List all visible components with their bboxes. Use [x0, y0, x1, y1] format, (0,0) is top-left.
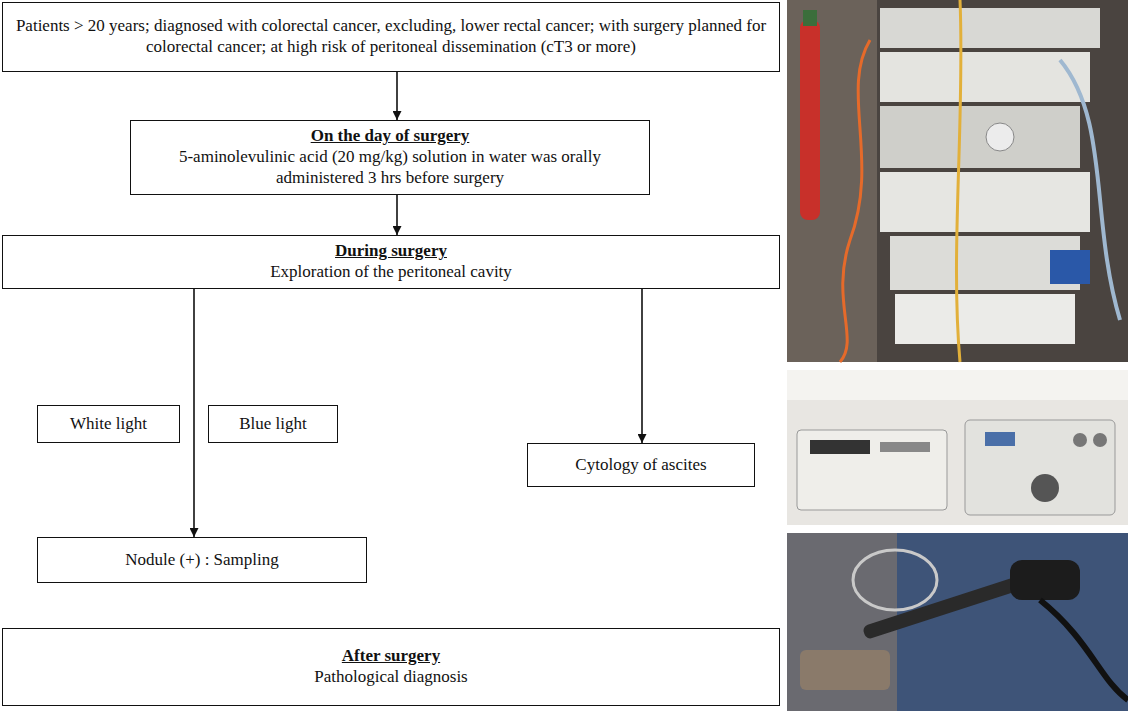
- box-text: Blue light: [239, 414, 307, 435]
- process-box: Patients > 20 years; diagnosed with colo…: [2, 2, 780, 72]
- process-box: Nodule (+) : Sampling: [37, 537, 367, 583]
- flow-arrow: [193, 289, 195, 537]
- box-text: Nodule (+) : Sampling: [125, 550, 279, 571]
- flow-arrow: [641, 289, 643, 443]
- flow-arrow: [396, 72, 398, 120]
- process-box: On the day of surgery5-aminolevulinic ac…: [130, 120, 650, 195]
- step-heading: After surgery: [342, 646, 440, 667]
- box-text: Cytology of ascites: [575, 455, 706, 476]
- process-box: Blue light: [208, 405, 338, 443]
- step-heading: During surgery: [335, 241, 447, 262]
- laparoscope-photo: [787, 533, 1128, 711]
- process-box: Cytology of ascites: [527, 443, 755, 487]
- devices-photo: [787, 370, 1128, 525]
- flow-arrow: [396, 195, 398, 235]
- process-box: White light: [37, 405, 180, 443]
- equipment-tower-photo: [787, 0, 1128, 362]
- box-text: Exploration of the peritoneal cavity: [270, 262, 512, 283]
- process-box: During surgeryExploration of the periton…: [2, 235, 780, 289]
- process-box: After surgeryPathological diagnosis: [2, 628, 780, 706]
- box-text: Pathological diagnosis: [314, 667, 467, 688]
- box-text: 5-aminolevulinic acid (20 mg/kg) solutio…: [141, 147, 639, 188]
- step-heading: On the day of surgery: [311, 126, 470, 147]
- box-text: Patients > 20 years; diagnosed with colo…: [13, 16, 769, 57]
- box-text: White light: [70, 414, 147, 435]
